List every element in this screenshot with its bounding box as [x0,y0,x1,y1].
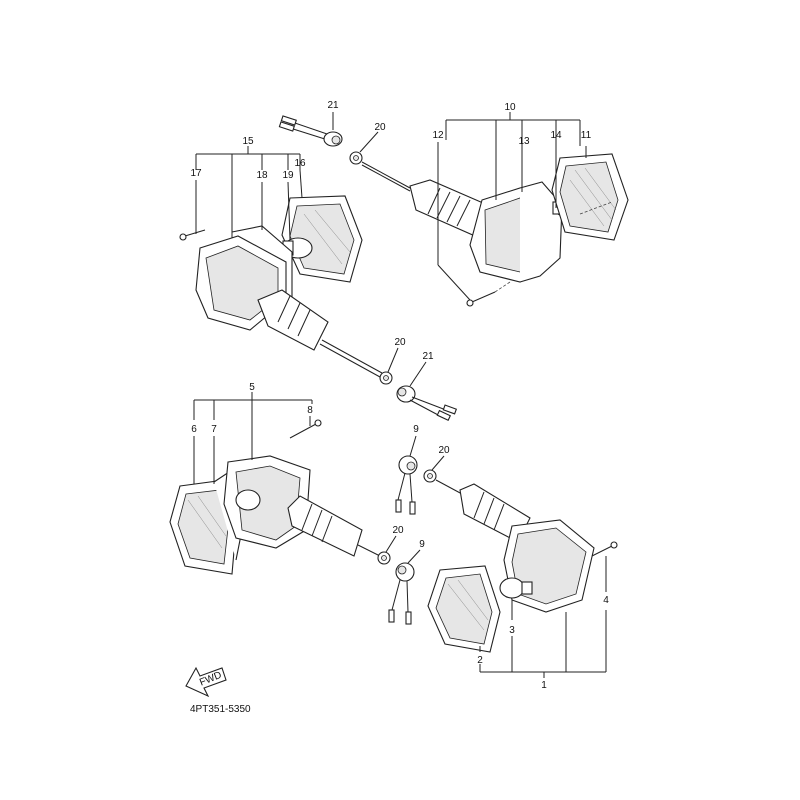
callout-9: 9 [413,424,419,435]
callout-8: 8 [307,405,313,416]
callout-1: 1 [541,680,547,691]
callout-2: 2 [477,655,483,666]
callout-leader-lines [193,112,607,678]
callout-11: 11 [581,130,592,141]
upper-left-flasher-assembly [179,195,458,421]
callout-20: 20 [374,122,386,133]
lower-left-flasher-assembly [169,419,415,625]
callout-labels: 21 20 10 12 13 14 11 15 16 17 18 19 20 2… [190,100,609,691]
callout-4: 4 [603,595,609,606]
callout-14: 14 [550,130,562,141]
callout-19: 19 [282,170,294,181]
callout-5: 5 [249,382,255,393]
lower-right-flasher-assembly [395,455,618,653]
callout-10: 10 [504,102,516,113]
callout-18: 18 [256,170,268,181]
forward-arrow-icon: FWD [185,666,227,698]
callout-6: 6 [191,424,197,435]
callout-17: 17 [190,168,202,179]
callout-21: 21 [327,100,339,111]
callout-7: 7 [211,424,217,435]
callout-3: 3 [509,625,515,636]
callout-13: 13 [518,136,530,147]
part-code-label: 4PT351-5350 [190,704,251,715]
callout-20-lower: 20 [392,525,404,536]
callout-20-upper-right: 20 [438,445,450,456]
callout-20-mid: 20 [394,337,406,348]
callout-9-lower: 9 [419,539,425,550]
callout-21-mid: 21 [422,351,434,362]
callout-15: 15 [242,136,254,147]
callout-16: 16 [294,158,306,169]
callout-12: 12 [432,130,444,141]
